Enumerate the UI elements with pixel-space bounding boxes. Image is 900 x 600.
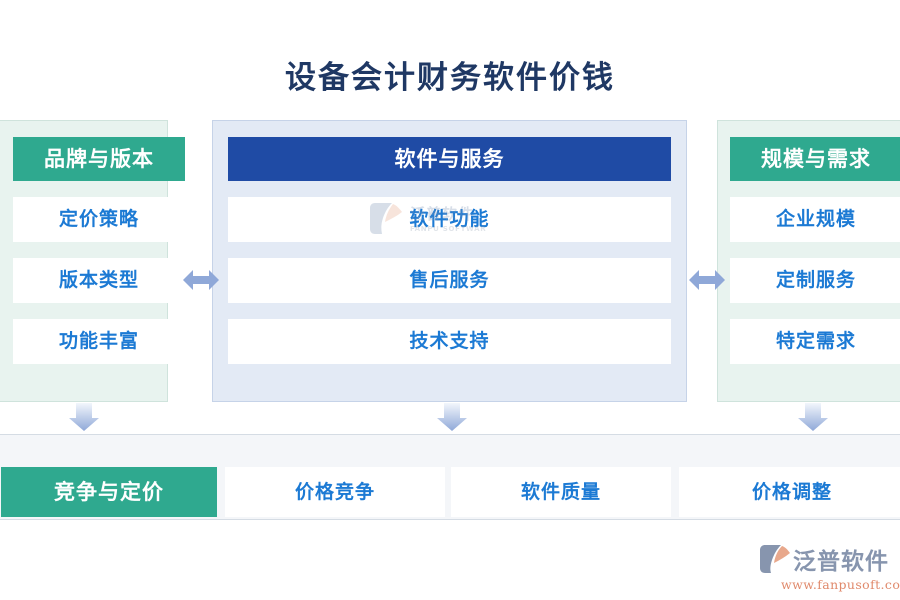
logo-website-url: www.fanpusoft.com — [781, 577, 900, 592]
columns-band: 品牌与版本 定价策略 版本类型 功能丰富 软件与服务 软件功能 泛普软件 FAN… — [0, 120, 900, 402]
column-item-rich-features[interactable]: 功能丰富 — [13, 319, 185, 364]
arrow-down-icon — [69, 403, 99, 431]
column-header-software-service: 软件与服务 — [228, 137, 671, 181]
double-arrow-horizontal-icon — [689, 270, 725, 290]
logo-row: 泛普软件 — [757, 542, 897, 576]
logo-company-name: 泛普软件 — [793, 548, 889, 575]
column-software-service: 软件与服务 软件功能 泛普软件 FANPU SOFTWARE 售后服务 技术支持 — [212, 120, 687, 402]
column-item-pricing-strategy[interactable]: 定价策略 — [13, 197, 185, 242]
company-logo: 泛普软件 www.fanpusoft.com — [757, 542, 900, 592]
column-item-custom-service[interactable]: 定制服务 — [730, 258, 900, 303]
column-item-software-function-label: 软件功能 — [409, 208, 490, 230]
column-item-specific-demand[interactable]: 特定需求 — [730, 319, 900, 364]
column-header-brand-version: 品牌与版本 — [13, 137, 185, 181]
column-header-scale-demand: 规模与需求 — [730, 137, 900, 181]
fanpu-logo-icon — [760, 545, 790, 573]
column-item-enterprise-scale[interactable]: 企业规模 — [730, 197, 900, 242]
arrow-down-icon — [798, 403, 828, 431]
page-title: 设备会计财务软件价钱 — [285, 60, 615, 96]
bottom-item-price-competition[interactable]: 价格竞争 — [225, 467, 445, 517]
double-arrow-horizontal-icon — [183, 270, 219, 290]
arrow-down-icon — [437, 403, 467, 431]
column-brand-version: 品牌与版本 定价策略 版本类型 功能丰富 — [0, 120, 185, 402]
column-item-after-sales-service[interactable]: 售后服务 — [228, 258, 671, 303]
bottom-band: 竞争与定价 价格竞争 软件质量 价格调整 — [0, 434, 900, 520]
column-item-version-type[interactable]: 版本类型 — [13, 258, 185, 303]
column-item-technical-support[interactable]: 技术支持 — [228, 319, 671, 364]
bottom-row: 竞争与定价 价格竞争 软件质量 价格调整 — [0, 467, 900, 517]
column-scale-demand: 规模与需求 企业规模 定制服务 特定需求 — [717, 120, 900, 402]
bottom-row-header: 竞争与定价 — [1, 467, 217, 517]
bottom-item-price-adjustment[interactable]: 价格调整 — [679, 467, 900, 517]
bottom-item-software-quality[interactable]: 软件质量 — [451, 467, 671, 517]
column-item-software-function[interactable]: 软件功能 泛普软件 FANPU SOFTWARE — [228, 197, 671, 242]
